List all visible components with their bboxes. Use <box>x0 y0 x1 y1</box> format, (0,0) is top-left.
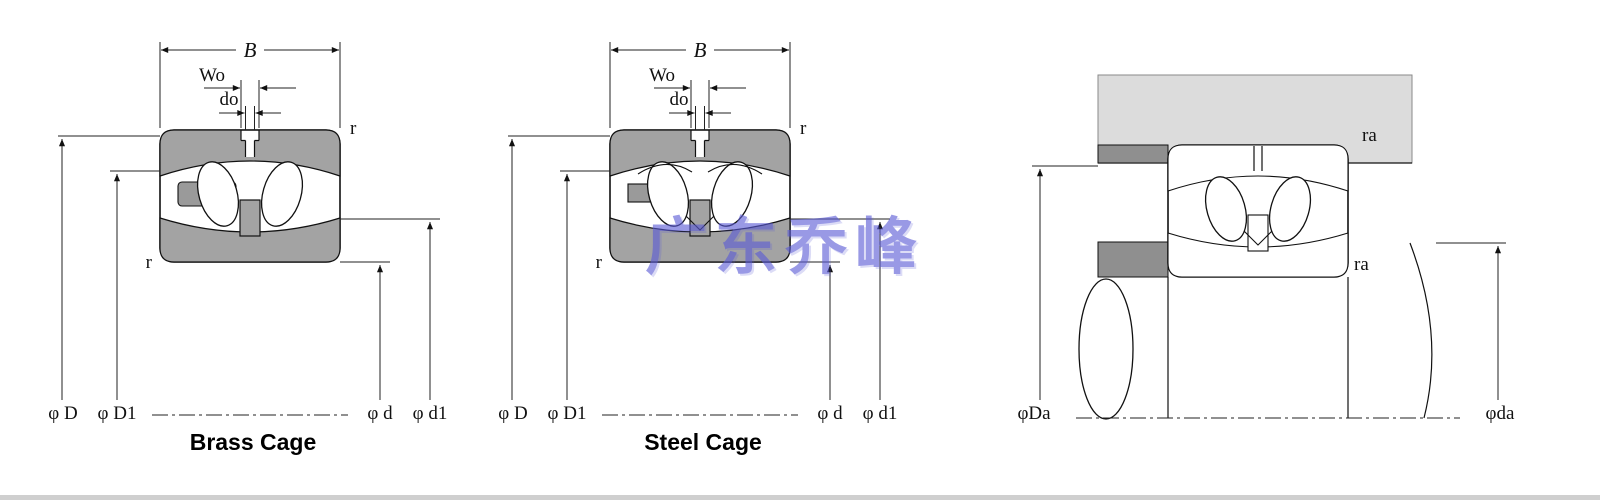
oil-hole-lines <box>240 130 260 157</box>
mounted-bearing <box>1167 144 1349 278</box>
roller-right <box>260 161 304 227</box>
inner-ring-center-rib <box>689 199 711 237</box>
inner-ring-center-rib <box>239 199 261 237</box>
label-B: B <box>694 38 707 62</box>
roller-right <box>1268 176 1312 242</box>
label-phi-Da: φDa <box>1017 403 1051 424</box>
label-ra-bottom: ra <box>1354 254 1369 275</box>
label-phi-d1: φ d1 <box>863 403 898 424</box>
label-r-top: r <box>800 118 807 139</box>
steel-cage-diagram: B Wo do r r φ D φ D1 φ d1 φ d Steel Cage <box>498 38 897 455</box>
wo-extension-lines <box>690 80 710 128</box>
caption-brass-cage: Brass Cage <box>190 429 317 455</box>
caption-steel-cage: Steel Cage <box>644 429 762 455</box>
b-extension-lines <box>609 42 791 128</box>
b-extension-lines <box>159 42 341 128</box>
label-phi-d: φ d <box>817 403 843 424</box>
inner-ring-center-rib <box>1247 214 1269 252</box>
wo-extension-lines <box>240 80 260 128</box>
label-phi-D: φ D <box>498 403 527 424</box>
roller-right <box>710 161 754 227</box>
label-Wo: Wo <box>649 65 675 86</box>
label-phi-da: φda <box>1486 403 1515 424</box>
shaft-lines <box>1167 277 1349 418</box>
roller-left <box>1204 176 1248 242</box>
do-extension-lines <box>695 106 705 130</box>
inner-ring <box>1167 232 1349 278</box>
label-do: do <box>220 89 239 110</box>
do-extension-lines <box>245 106 255 130</box>
label-phi-D: φ D <box>48 403 77 424</box>
oil-hole <box>695 131 705 157</box>
roller-left <box>196 161 240 227</box>
inner-ring <box>159 217 341 263</box>
oil-hole-lines <box>690 130 710 157</box>
label-ra-top: ra <box>1362 125 1377 146</box>
label-do: do <box>670 89 689 110</box>
steel-cage-lines <box>637 163 763 231</box>
bottom-edge-strip <box>0 495 1600 500</box>
shaft-shoulder-spacer <box>1097 241 1169 278</box>
shaft-fillet-ellipse <box>1078 278 1134 420</box>
cage-lines <box>1243 230 1273 246</box>
label-B: B <box>244 38 257 62</box>
housing-bore-curve <box>1409 242 1433 419</box>
label-r-top: r <box>350 118 357 139</box>
label-phi-d: φ d <box>367 403 393 424</box>
brass-cage-diagram: B Wo do r r φ D φ D1 φ d1 φ d Brass Cage <box>48 38 447 455</box>
oil-hole-lines <box>1253 146 1263 171</box>
label-Wo: Wo <box>199 65 225 86</box>
housing-shoulder-spacer <box>1097 144 1169 164</box>
label-r-bottom: r <box>596 252 603 273</box>
label-phi-D1: φ D1 <box>548 403 587 424</box>
mounting-diagram: ra ra φDa φda <box>1017 74 1515 424</box>
oil-hole <box>245 131 255 157</box>
label-phi-d1: φ d1 <box>413 403 448 424</box>
label-phi-D1: φ D1 <box>98 403 137 424</box>
inner-ring <box>609 217 791 263</box>
roller-left <box>646 161 690 227</box>
label-r-bottom: r <box>146 252 153 273</box>
